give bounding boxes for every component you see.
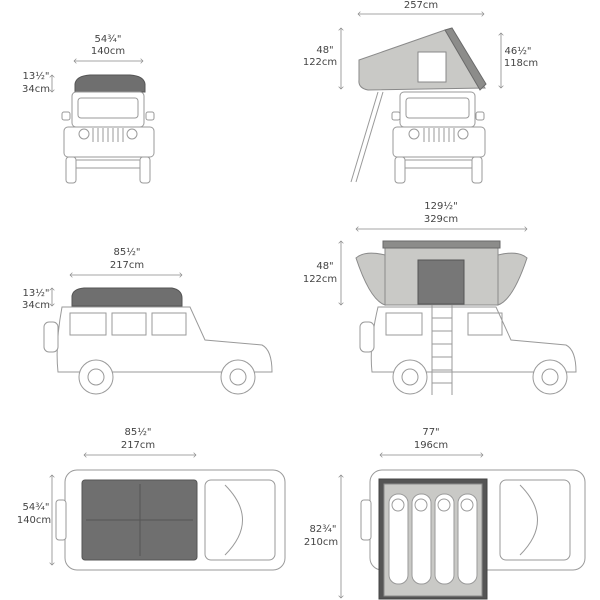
width-label-cm: 257cm (403, 0, 439, 11)
jeep-front (61, 91, 155, 184)
length-label-cm: 210cm (303, 537, 339, 548)
tent-shell (444, 27, 487, 91)
jeep-front (391, 91, 486, 184)
left-height-label-cm: 122cm (302, 57, 338, 68)
front-view-closed (52, 61, 155, 184)
length-label-cm: 329cm (423, 214, 459, 225)
top-view-open (341, 455, 586, 600)
ladder (350, 91, 384, 183)
sleeping-bags (388, 493, 478, 585)
length-label-cm: 217cm (120, 440, 156, 451)
left-height-label-in: 48" (316, 45, 334, 56)
front-view-open (341, 14, 501, 184)
right-height-label-in: 46½" (504, 46, 532, 57)
length-label-in: 85½" (124, 427, 152, 438)
sleeping-bag (457, 493, 478, 585)
height-label-in: 48" (316, 261, 334, 272)
sleeping-bag (388, 493, 409, 585)
width-label-in: 54¾" (94, 34, 122, 45)
tent-awning-right (497, 252, 528, 306)
sleeping-bag (411, 493, 432, 585)
width-label-cm: 196cm (413, 440, 449, 451)
height-label-in: 13½" (22, 71, 50, 82)
length-label-in: 85½" (113, 247, 141, 258)
roof-box-closed (71, 287, 183, 307)
height-label-cm: 34cm (22, 300, 50, 311)
side-view-open (341, 229, 577, 395)
right-height-label-cm: 118cm (503, 58, 539, 69)
side-view-closed (43, 275, 273, 395)
tent-door (417, 259, 465, 305)
height-label-in: 13½" (22, 288, 50, 299)
length-label-cm: 217cm (109, 260, 145, 271)
width-label-cm: 140cm (90, 46, 126, 57)
jeep-side (359, 306, 577, 395)
sleeping-bag (434, 493, 455, 585)
tent-window (417, 51, 447, 83)
height-label-cm: 122cm (302, 274, 338, 285)
length-label-in: 82¾" (309, 524, 337, 535)
width-label-in: 54¾" (22, 502, 50, 513)
width-label-cm: 140cm (16, 515, 52, 526)
length-label-in: 129½" (424, 201, 458, 212)
jeep-side (43, 306, 273, 395)
tent-awning-left (355, 252, 386, 306)
height-label-cm: 34cm (22, 84, 50, 95)
top-view-closed (52, 455, 286, 571)
roof-box-closed (74, 74, 146, 93)
width-label-in: 77" (422, 427, 440, 438)
ladder (431, 305, 453, 395)
tent-shell (382, 240, 501, 249)
